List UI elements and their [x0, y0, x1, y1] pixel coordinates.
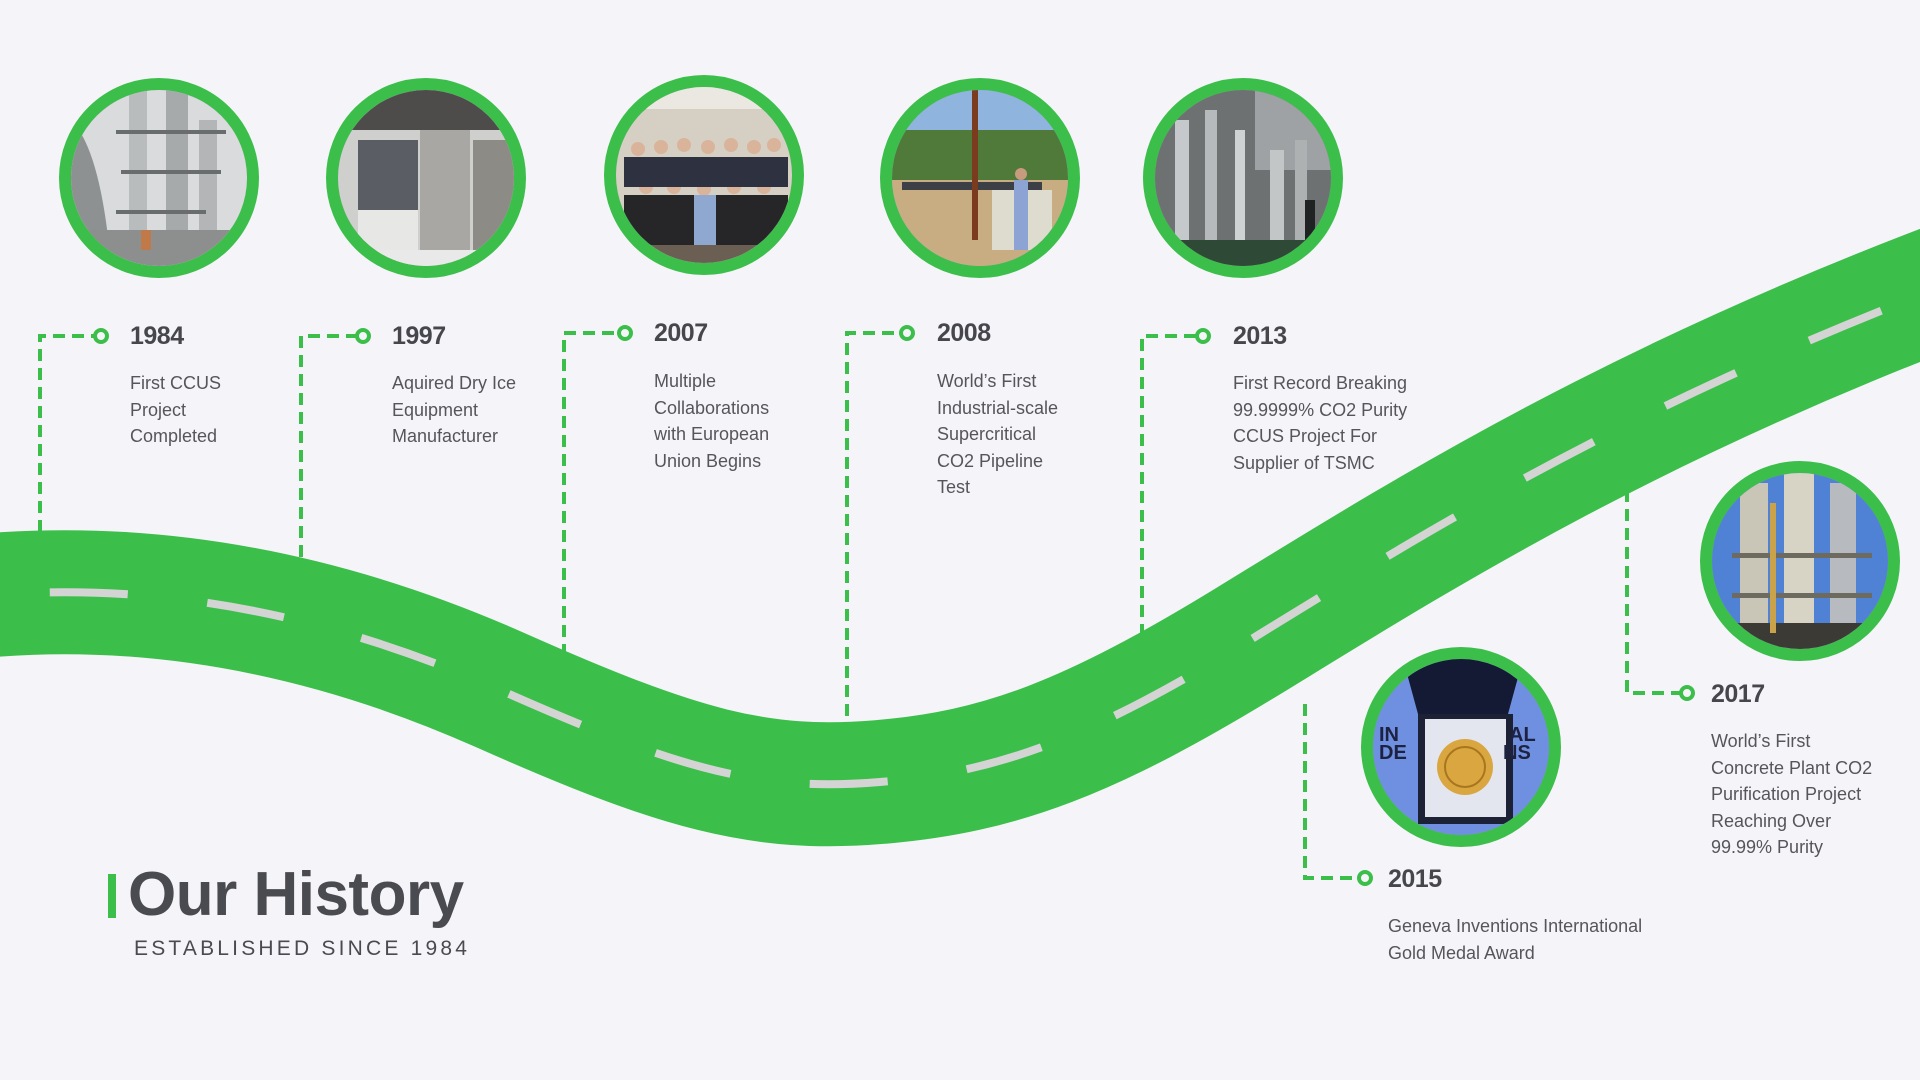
svg-text:NS: NS: [1503, 742, 1531, 764]
milestone-dot-2017: [1679, 685, 1695, 701]
milestone-year-2015: 2015: [1388, 865, 1442, 893]
milestone-description-2008: World’s First Industrial-scale Supercrit…: [937, 371, 1059, 497]
team-group-image: [616, 87, 792, 263]
milestone-dot-2008: [899, 325, 915, 341]
milestone-year-2017: 2017: [1711, 680, 1765, 708]
svg-text:DE: DE: [1379, 742, 1407, 764]
milestone-photo-2017: [1700, 461, 1900, 661]
milestone-description-2017: World’s First Concrete Plant CO2 Purific…: [1711, 731, 1873, 857]
milestone-year-2007: 2007: [654, 319, 708, 347]
milestone-photo-2008: [880, 78, 1080, 278]
pipeline-test-image: [892, 90, 1068, 266]
title-accent-bar: [108, 874, 116, 918]
page-title: Our History: [128, 860, 464, 929]
connector-1997: [299, 334, 356, 557]
milestone-year-1984: 1984: [130, 322, 184, 350]
milestone-dot-2013: [1195, 328, 1211, 344]
milestone-year-2013: 2013: [1233, 322, 1287, 350]
page-subtitle: ESTABLISHED SINCE 1984: [134, 937, 471, 960]
connector-2007: [562, 331, 618, 656]
concrete-plant-towers-image: [1712, 473, 1888, 649]
milestone-dot-1984: [93, 328, 109, 344]
connector-2017: [1625, 490, 1680, 695]
milestone-description-1997: Aquired Dry Ice Equipment Manufacturer: [392, 373, 517, 446]
road-surface: [0, 228, 1920, 847]
milestone-photo-1984: [59, 78, 259, 278]
milestone-description-1984: First CCUS Project Completed: [130, 373, 221, 446]
milestone-year-2008: 2008: [937, 319, 991, 347]
milestone-photo-1997: [326, 78, 526, 278]
milestone-dot-2007: [617, 325, 633, 341]
milestone-description-2007: Multiple Collaborations with European Un…: [654, 371, 770, 471]
milestone-photo-2007: [604, 75, 804, 275]
svg-text:AL: AL: [1509, 724, 1536, 746]
milestone-description-2013: First Record Breaking 99.9999% CO2 Purit…: [1233, 373, 1408, 473]
milestone-photo-2013: [1143, 78, 1343, 278]
milestone-description-2015: Geneva Inventions International Gold Med…: [1388, 916, 1643, 963]
connector-1984: [38, 334, 94, 532]
purification-plant-image: [1155, 90, 1331, 266]
milestone-year-1997: 1997: [392, 322, 446, 350]
gold-medal-image: IN DE AL NS: [1373, 659, 1549, 835]
milestone-photo-2015: IN DE AL NS: [1361, 647, 1561, 847]
dry-ice-equipment-image: [338, 90, 514, 266]
svg-text:IN: IN: [1379, 724, 1399, 746]
ccus-plant-towers-image: [71, 90, 247, 266]
milestone-dot-2015: [1357, 870, 1373, 886]
connector-2013: [1140, 334, 1196, 655]
milestone-dot-1997: [355, 328, 371, 344]
connector-2015: [1303, 704, 1358, 880]
connector-2008: [845, 331, 900, 716]
